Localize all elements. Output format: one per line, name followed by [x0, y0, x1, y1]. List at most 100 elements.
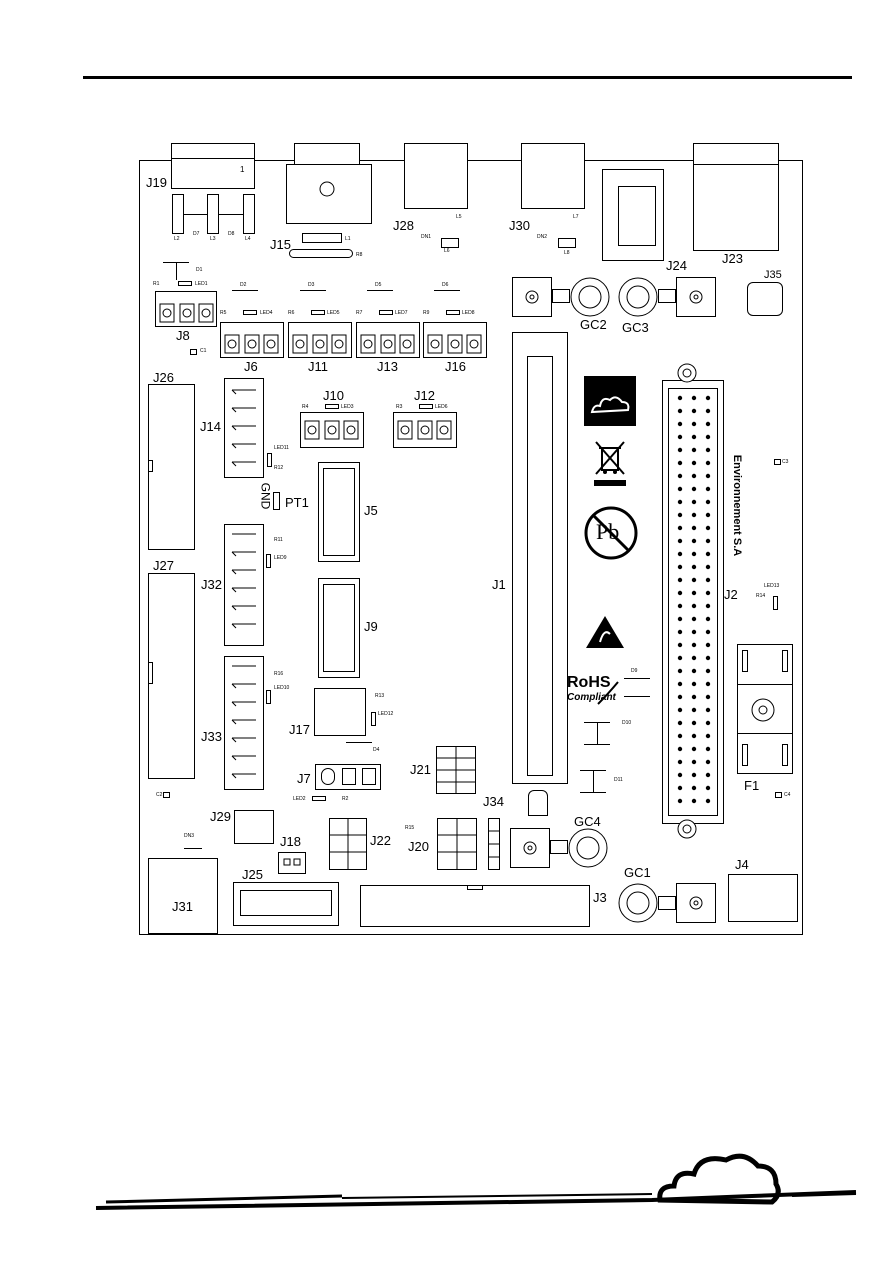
j11-label: J11: [308, 359, 328, 374]
j2-pin: [677, 564, 683, 570]
c1-label: C1: [200, 348, 207, 354]
j2-pin: [691, 447, 697, 453]
j2-pin: [691, 590, 697, 596]
d10-stem: [597, 722, 598, 744]
led3-component: [325, 404, 339, 409]
r12-label: R12: [274, 465, 284, 471]
dn1-component: [441, 238, 459, 248]
c4-component: [775, 792, 782, 798]
led1-component: [178, 281, 192, 286]
j2-inner: [668, 388, 718, 816]
j10-label: J10: [323, 388, 344, 403]
d1-label: D1: [196, 267, 203, 273]
pt1-component: [273, 492, 280, 510]
j9-inner: [323, 584, 355, 672]
d11-line-b: [580, 792, 606, 793]
j2-pin: [677, 447, 683, 453]
j16-screws: [427, 334, 482, 354]
led9-component: [266, 554, 271, 568]
j19-label: J19: [146, 175, 167, 190]
j1-label: J1: [492, 577, 506, 592]
j2-pin: [677, 551, 683, 557]
gc2-body: [552, 289, 570, 303]
j25-inner: [240, 890, 332, 916]
j2-pin: [691, 746, 697, 752]
j19-divider: [171, 158, 255, 159]
r7-label: R7: [356, 310, 363, 316]
j12-screws: [397, 420, 452, 440]
j2-pin: [705, 603, 711, 609]
rohs-label: RoHS: [567, 674, 611, 691]
j2-pin: [691, 512, 697, 518]
j26-key: [148, 460, 153, 472]
j2-pin: [705, 551, 711, 557]
gc3-label: GC3: [622, 320, 649, 335]
j2-pin: [677, 590, 683, 596]
j7-pin3: [362, 768, 376, 785]
j2-pin: [705, 421, 711, 427]
gc3-hole: [689, 290, 703, 304]
led10-component: [266, 690, 271, 704]
j2-pin: [691, 395, 697, 401]
gc2-pad-left: [512, 277, 552, 317]
gc4-circle: [568, 828, 608, 868]
c2-label: C2: [156, 792, 163, 798]
j6-label: J6: [244, 359, 258, 374]
led8-component: [446, 310, 460, 315]
r13-label: R13: [375, 693, 385, 699]
l4-label: L4: [245, 236, 251, 242]
j2-pin: [691, 434, 697, 440]
j2-pin: [691, 460, 697, 466]
j2-pin: [705, 616, 711, 622]
j27-connector: [148, 573, 195, 779]
j24-label: J24: [666, 258, 687, 273]
j2-pin: [705, 681, 711, 687]
footer-cloud-logo-icon: [657, 1153, 781, 1205]
j32-label: J32: [201, 577, 222, 592]
j8-label: J8: [176, 328, 190, 343]
gc4-label: GC4: [574, 814, 601, 829]
j15-top: [294, 143, 360, 165]
l5-label: L5: [456, 214, 462, 220]
j2-pin: [677, 655, 683, 661]
j2-pin: [691, 720, 697, 726]
j33-connector: [224, 656, 264, 790]
j12-label: J12: [414, 388, 435, 403]
j1-latch: [528, 790, 548, 816]
j14-pins: [231, 389, 256, 467]
j24-inner: [618, 186, 656, 246]
r2-label: R2: [342, 796, 349, 802]
c1-component: [190, 349, 197, 355]
led1-label: LED1: [195, 281, 208, 287]
j2-pin: [691, 486, 697, 492]
l1-label: L1: [345, 236, 351, 242]
j2-pin: [705, 785, 711, 791]
pb-label: Pb: [596, 519, 620, 544]
j2-pin: [705, 642, 711, 648]
dn2-component: [558, 238, 576, 248]
j2-pin: [705, 772, 711, 778]
led3-label: LED3: [341, 404, 354, 410]
r3-label: R3: [396, 404, 403, 410]
d2-line: [232, 290, 258, 291]
gc2-circle: [570, 277, 610, 317]
j2-pin: [691, 642, 697, 648]
l7-label: L7: [573, 214, 579, 220]
j2-pin: [691, 785, 697, 791]
d10-label: D10: [622, 720, 632, 726]
led13-label: LED13: [764, 583, 780, 589]
j18-pins: [283, 858, 301, 866]
d2-label: D2: [240, 282, 247, 288]
j35-label: J35: [764, 269, 782, 281]
dn3-label: DN3: [184, 833, 195, 839]
j2-pin: [691, 733, 697, 739]
l2-label: L2: [174, 236, 180, 242]
j2-pin: [691, 629, 697, 635]
j9-label: J9: [364, 619, 378, 634]
j2-pin: [677, 798, 683, 804]
j2-pin: [705, 629, 711, 635]
j2-pin: [691, 616, 697, 622]
j2-pin: [705, 720, 711, 726]
j22-grid: [329, 818, 367, 870]
gc3-circle: [618, 277, 658, 317]
